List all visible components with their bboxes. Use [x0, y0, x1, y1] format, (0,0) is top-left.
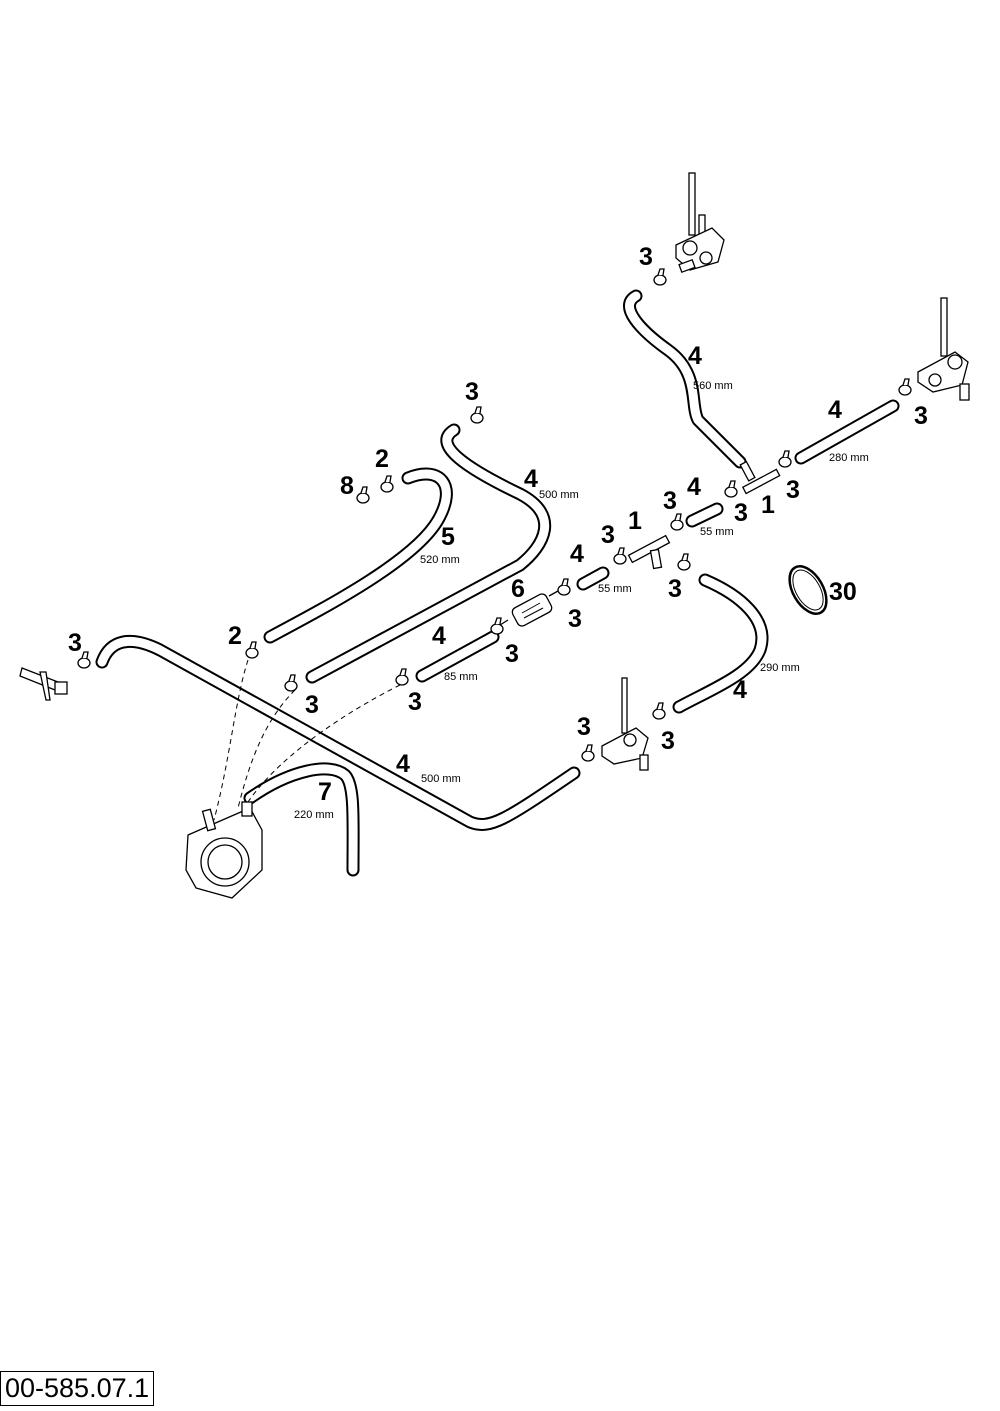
callout-4: 4 [828, 396, 842, 424]
fuel-filter-icon [499, 590, 559, 627]
callout-30: 30 [829, 578, 857, 606]
callout-3: 3 [786, 476, 800, 504]
callout-3: 3 [661, 727, 675, 755]
length-label: 500 mm [539, 489, 579, 501]
length-label: 55 mm [700, 526, 734, 538]
callout-3: 3 [568, 605, 582, 633]
routing-line-2 [237, 689, 296, 809]
length-label: 500 mm [421, 773, 461, 785]
callout-1: 1 [628, 507, 642, 535]
hose-85mm [415, 630, 500, 683]
hose-top-560mm [623, 289, 747, 469]
callout-4: 4 [396, 750, 410, 778]
callout-3: 3 [465, 378, 479, 406]
hose-clip-icon [670, 513, 684, 531]
callout-7: 7 [318, 778, 332, 806]
hose-clip-icon [677, 553, 691, 571]
length-label: 55 mm [598, 583, 632, 595]
callout-4: 4 [688, 342, 702, 370]
callout-4: 4 [687, 473, 701, 501]
callout-3: 3 [408, 688, 422, 716]
length-label: 280 mm [829, 452, 869, 464]
callout-3: 3 [663, 487, 677, 515]
callout-3: 3 [601, 521, 615, 549]
hose-vent-220mm [243, 762, 360, 877]
hose-520mm [263, 467, 453, 644]
hose-clips [77, 268, 912, 762]
hose-290mm [672, 573, 769, 714]
hose-tee-55mm [685, 502, 724, 528]
carburetor-icon [185, 801, 263, 899]
callout-4: 4 [570, 540, 584, 568]
hose-middle-500mm [305, 423, 552, 684]
callout-3: 3 [505, 640, 519, 668]
fuel-tap-top-icon [675, 172, 725, 273]
tank-fitting-left-icon [19, 667, 68, 701]
hose-clip-icon [470, 406, 484, 424]
hose-main-500mm [95, 635, 581, 831]
hose-clip-icon [356, 486, 370, 504]
callout-3: 3 [305, 691, 319, 719]
hose-clip-icon [245, 641, 259, 659]
hose-clamp-ring-icon [788, 565, 828, 615]
callout-3: 3 [734, 499, 748, 527]
tee-connector-lower-icon [627, 534, 671, 570]
hose-right-280mm [794, 399, 900, 465]
callout-3: 3 [668, 575, 682, 603]
hose-clip-icon [724, 480, 738, 498]
callout-2: 2 [375, 445, 389, 473]
length-label: 520 mm [420, 554, 460, 566]
callout-4: 4 [733, 676, 747, 704]
hose-clip-icon [557, 578, 571, 596]
hose-clip-icon [653, 268, 667, 286]
hose-clip-icon [490, 617, 504, 635]
callout-4: 4 [432, 622, 446, 650]
callout-8: 8 [340, 472, 354, 500]
length-label: 290 mm [760, 662, 800, 674]
length-label: 220 mm [294, 809, 334, 821]
hose-clip-icon [652, 702, 666, 720]
callout-3: 3 [914, 402, 928, 430]
callout-3: 3 [577, 713, 591, 741]
drawing-number: 00-585.07.1 [0, 1371, 155, 1406]
hose-clip-icon [77, 651, 91, 669]
hose-clip-icon [581, 744, 595, 762]
callout-3: 3 [68, 629, 82, 657]
callout-6: 6 [511, 575, 525, 603]
hose-clip-icon [613, 547, 627, 565]
length-label: 560 mm [693, 380, 733, 392]
routing-line-1 [213, 659, 249, 821]
hose-clip-icon [778, 450, 792, 468]
hose-clip-icon [284, 674, 298, 692]
hose-clip-icon [380, 475, 394, 493]
callout-4: 4 [524, 465, 538, 493]
callout-3: 3 [639, 243, 653, 271]
callout-2: 2 [228, 622, 242, 650]
callout-1: 1 [761, 491, 775, 519]
hose-clip-icon [395, 668, 409, 686]
fuel-tap-right-icon [917, 297, 970, 401]
fuel-tap-bottom-icon [601, 677, 649, 771]
hose-clip-icon [898, 378, 912, 396]
hose-filter-55mm [576, 566, 610, 591]
callout-5: 5 [441, 523, 455, 551]
length-label: 85 mm [444, 671, 478, 683]
tee-connector-upper-icon [739, 460, 781, 495]
